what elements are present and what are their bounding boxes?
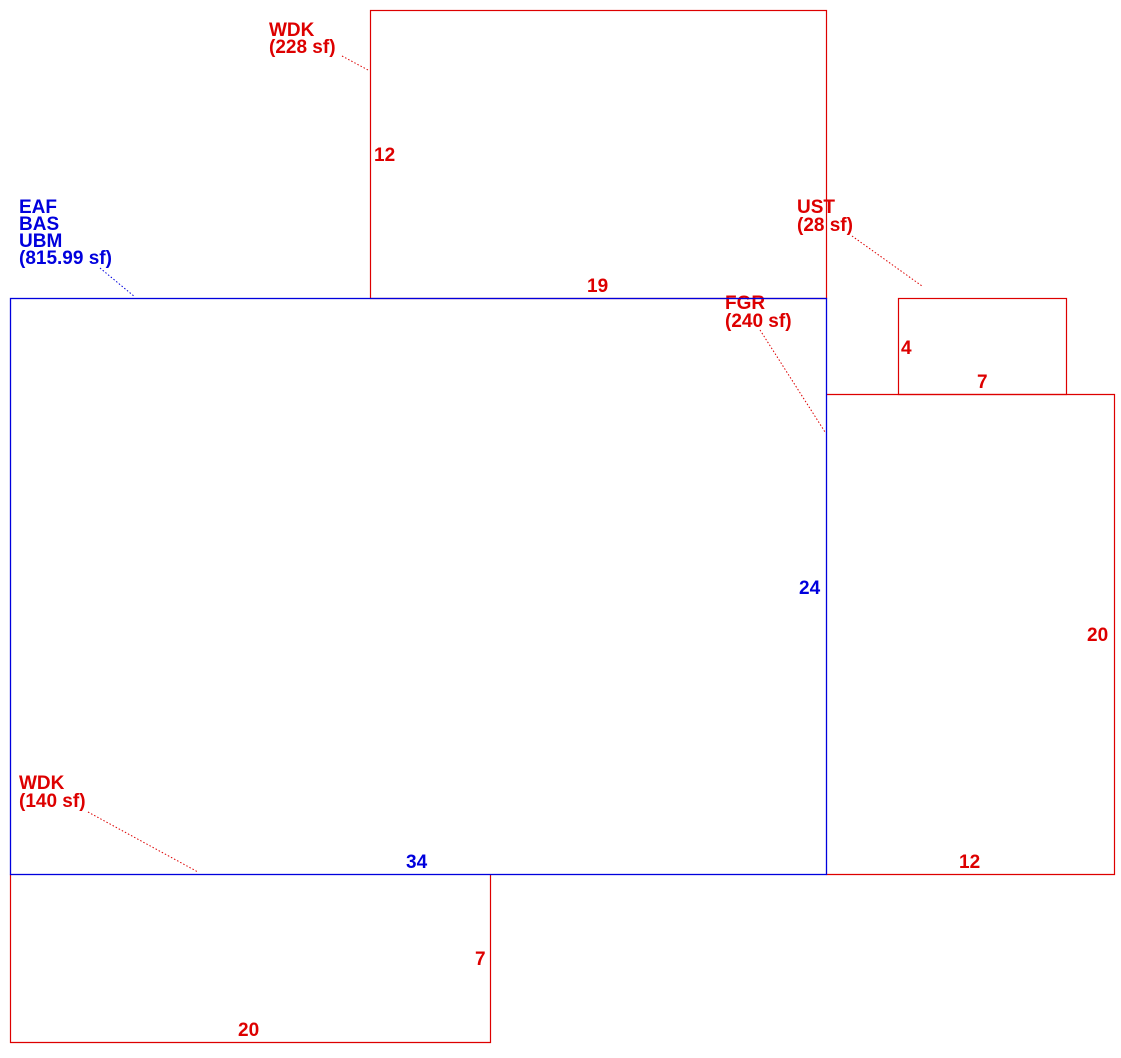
main-house-depth-label: 24 bbox=[799, 578, 821, 599]
front-deck-area: (140 sf) bbox=[19, 791, 86, 812]
main-house-leader bbox=[99, 267, 136, 298]
storage-code: UST bbox=[797, 197, 835, 218]
main-house-area: (815.99 sf) bbox=[19, 248, 112, 269]
garage-depth-label: 20 bbox=[1087, 625, 1108, 646]
storage-leader bbox=[851, 235, 923, 287]
main-house-code-1: EAF bbox=[19, 197, 57, 218]
area-main-house: 24 34 EAF BAS UBM (815.99 sf) bbox=[9, 197, 828, 876]
rear-deck-area: (228 sf) bbox=[269, 37, 336, 58]
garage-outline bbox=[826, 393, 1116, 876]
rear-deck-outline bbox=[369, 9, 828, 300]
area-front-deck: 7 20 WDK (140 sf) bbox=[9, 773, 492, 1044]
front-deck-code: WDK bbox=[19, 773, 65, 794]
area-garage: 20 12 FGR (240 sf) bbox=[725, 293, 1116, 876]
main-house-code-3: UBM bbox=[19, 231, 62, 252]
storage-depth-label: 4 bbox=[901, 338, 912, 359]
rear-deck-width-label: 19 bbox=[587, 276, 608, 297]
garage-leader bbox=[759, 329, 826, 433]
main-house-code-2: BAS bbox=[19, 214, 59, 235]
area-rear-deck: 12 19 WDK (228 sf) bbox=[269, 9, 828, 300]
main-house-outline bbox=[9, 297, 828, 876]
front-deck-width-label: 20 bbox=[238, 1020, 259, 1041]
garage-area: (240 sf) bbox=[725, 311, 792, 332]
storage-area: (28 sf) bbox=[797, 215, 853, 236]
main-house-width-label: 34 bbox=[406, 852, 428, 873]
front-deck-leader bbox=[87, 811, 199, 873]
front-deck-outline bbox=[9, 874, 492, 1044]
storage-width-label: 7 bbox=[977, 372, 988, 393]
rear-deck-code: WDK bbox=[269, 20, 315, 41]
area-storage: 4 7 UST (28 sf) bbox=[797, 197, 1068, 396]
garage-width-label: 12 bbox=[959, 852, 980, 873]
front-deck-depth-label: 7 bbox=[475, 949, 486, 970]
rear-deck-depth-label: 12 bbox=[374, 145, 395, 166]
rear-deck-leader bbox=[341, 55, 369, 71]
